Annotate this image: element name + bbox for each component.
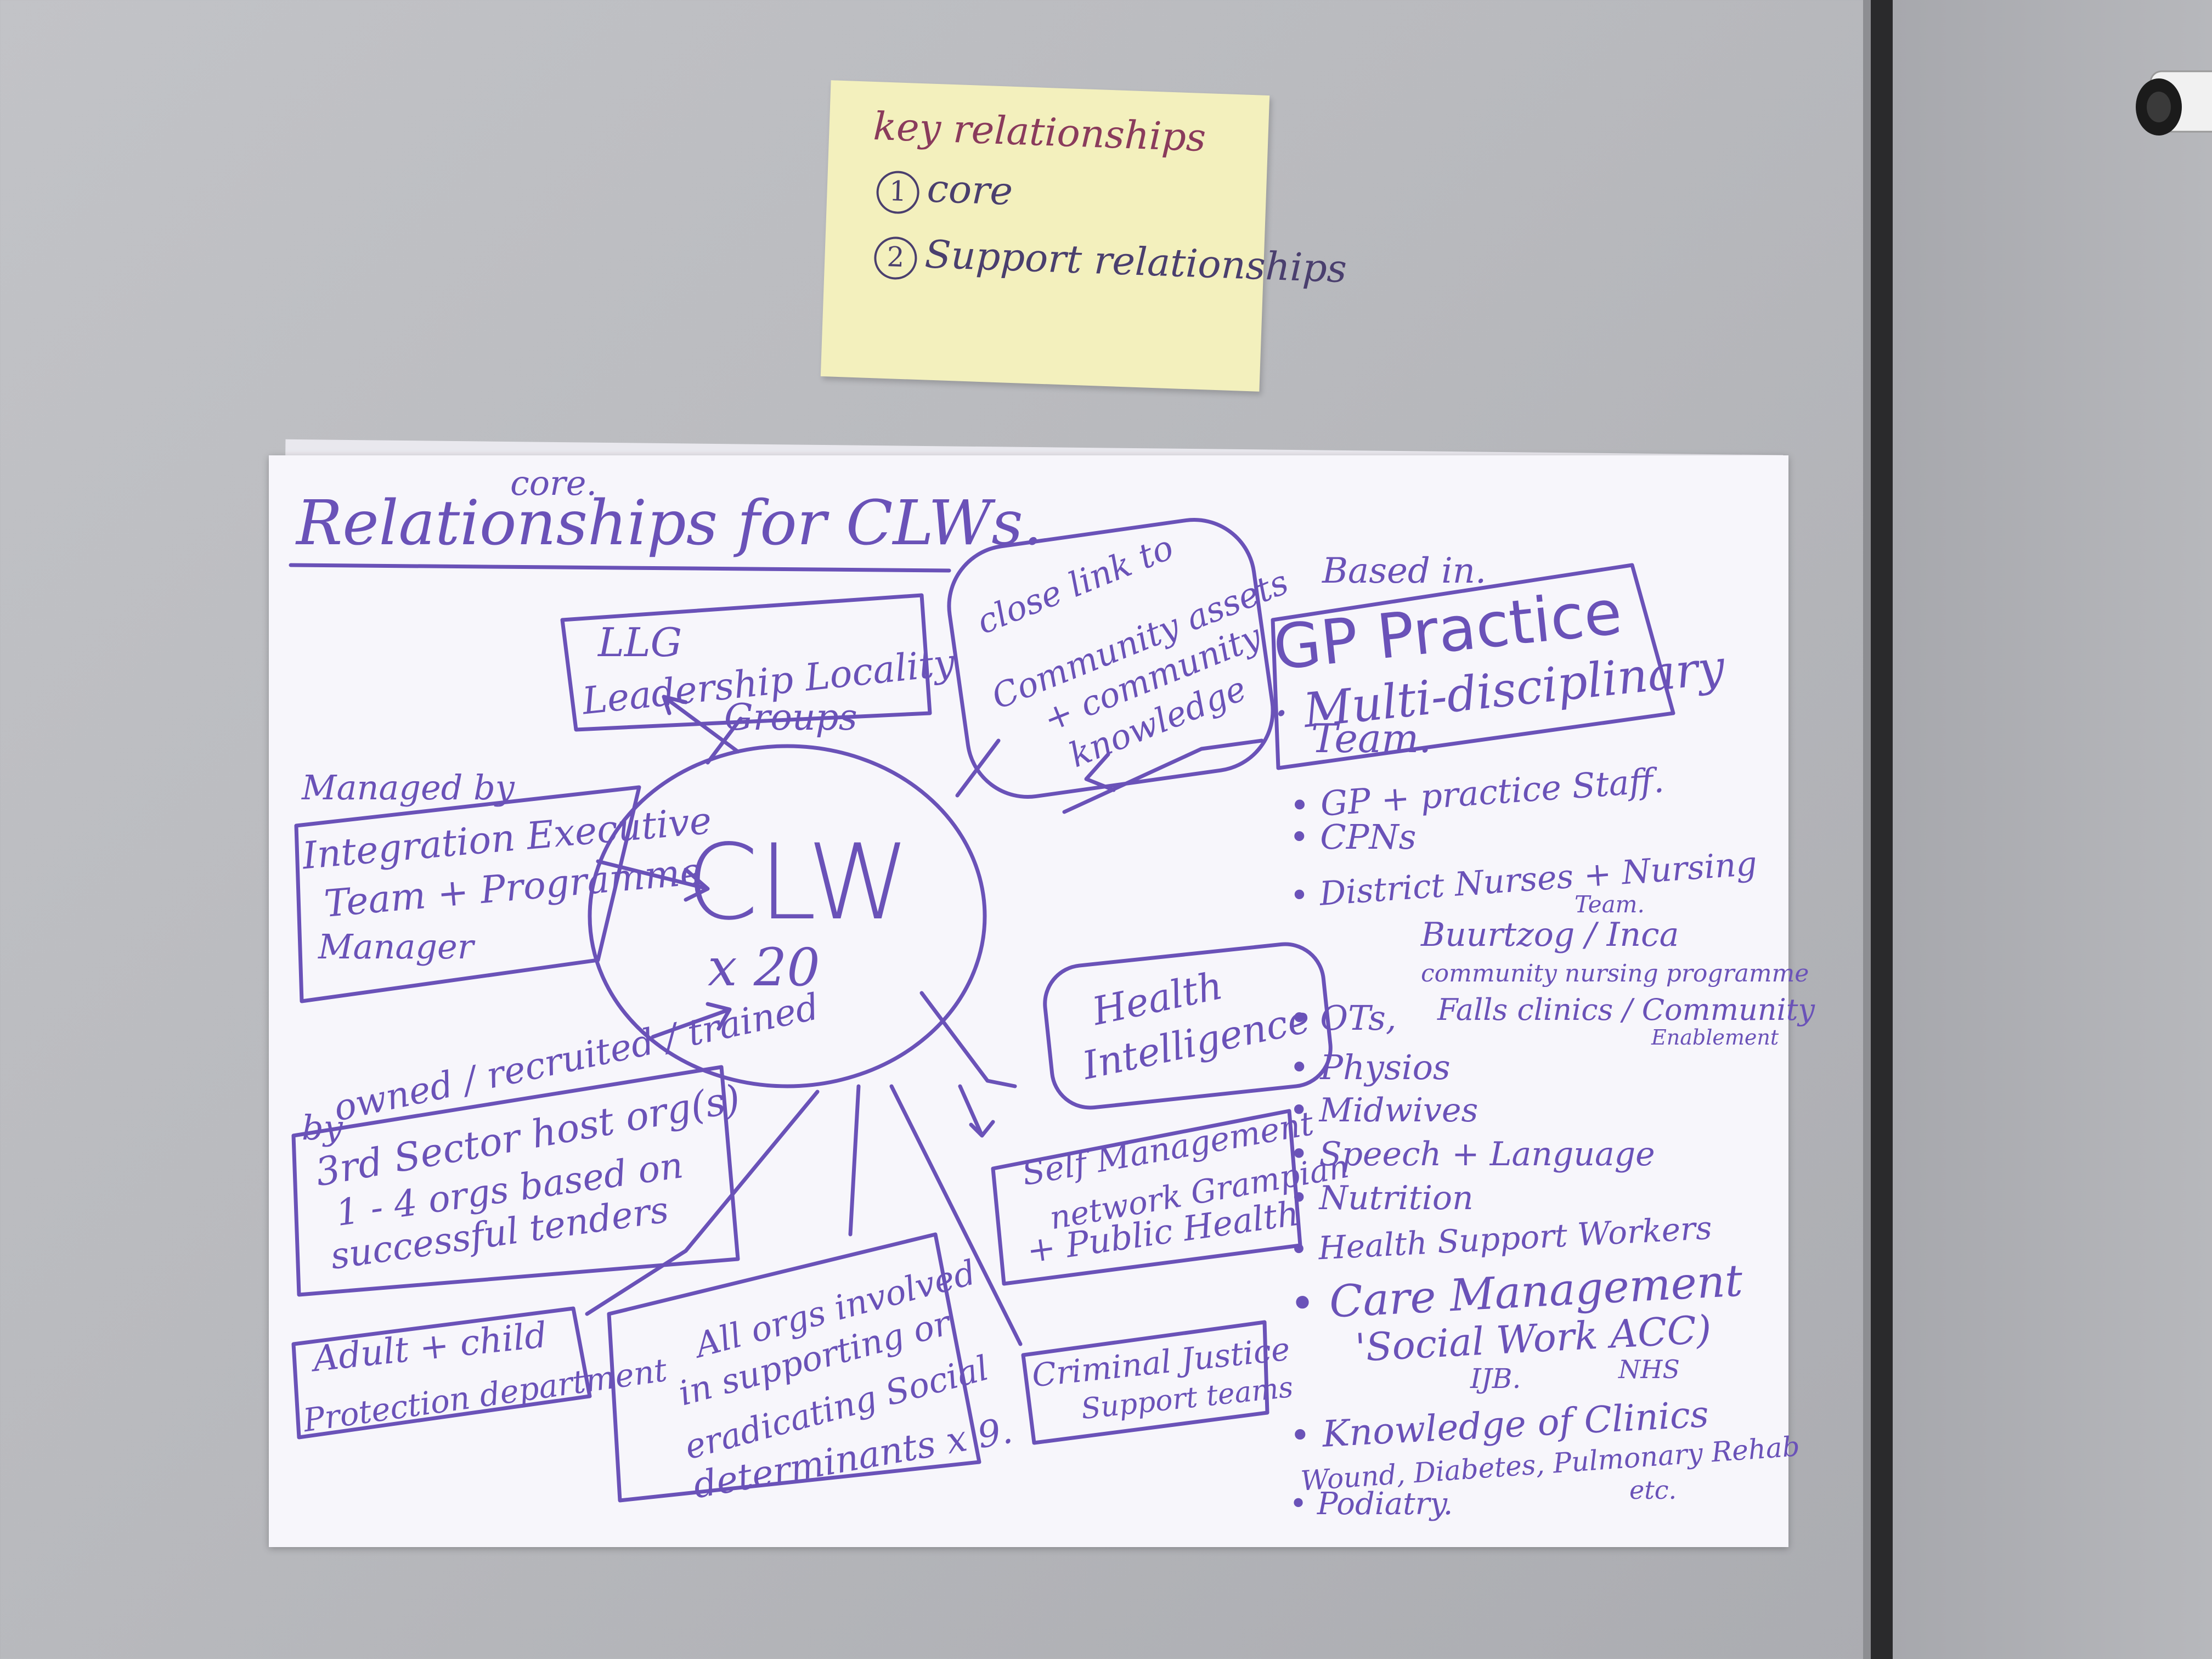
- adult-child-box: [291, 1306, 592, 1440]
- connector-llg: [662, 695, 743, 765]
- connector-integration: [596, 859, 710, 902]
- list-item: community nursing programme: [1421, 960, 1809, 988]
- whiteboard-edge: [1863, 0, 1871, 1659]
- llg-line3: Groups: [724, 696, 857, 738]
- gp-line3: Team.: [1311, 715, 1432, 761]
- connector-community: [955, 738, 1001, 798]
- whiteboard-frame: [1871, 0, 1893, 1659]
- list-item: • Podiatry.: [1289, 1486, 1453, 1522]
- all-orgs-box: [607, 1232, 981, 1503]
- list-item: Falls clinics / Community: [1437, 992, 1815, 1027]
- connector-owned: [651, 1002, 732, 1039]
- list-item: • Nutrition: [1289, 1179, 1474, 1217]
- integration-line3: Manager: [318, 927, 474, 967]
- sticky-item-number: 2: [873, 236, 918, 280]
- list-item: • CPNs: [1289, 817, 1417, 857]
- diagram-lines: [289, 518, 1675, 1503]
- sticky-item-label: Support relationships: [924, 232, 1348, 292]
- marker-pen-icon: [2136, 70, 2212, 136]
- connector-health: [919, 991, 1017, 1088]
- connector-gp: [1062, 738, 1264, 814]
- sheet-title: Relationships for CLWs.: [296, 488, 1043, 559]
- connector-allorgs: [848, 1084, 861, 1237]
- paper-sheet: core. Relationships for CLWs. CLW x 20 L…: [269, 455, 1815, 1547]
- title-underline: [289, 563, 951, 573]
- list-item: • Midwives: [1289, 1091, 1479, 1130]
- connector-adult: [585, 1090, 820, 1316]
- list-item: • Speech + Language: [1289, 1135, 1655, 1173]
- sticky-item-number: 1: [876, 170, 920, 215]
- clw-title: CLW: [686, 822, 910, 943]
- clw-circle: [588, 744, 987, 1088]
- llg-line1: LLG: [598, 619, 682, 665]
- integration-box: [294, 785, 641, 1003]
- third-sector-box: [291, 1065, 740, 1297]
- llg-box: [560, 593, 932, 732]
- criminal-box: [1021, 1320, 1269, 1445]
- connector-criminal: [889, 1084, 1023, 1346]
- list-item: • Physios: [1289, 1047, 1451, 1087]
- clw-count: x 20: [708, 938, 820, 998]
- title-core: core.: [510, 463, 597, 503]
- managed-by: Managed by: [302, 768, 515, 808]
- list-item: NHS: [1618, 1355, 1680, 1384]
- list-item: Team.: [1575, 891, 1645, 918]
- owned-by: by: [302, 1108, 343, 1148]
- list-item: IJB.: [1470, 1363, 1521, 1395]
- list-item: Enablement: [1651, 1025, 1779, 1049]
- self-mgmt-box: [991, 1109, 1302, 1286]
- based-in: Based in.: [1322, 551, 1487, 591]
- connector-self: [958, 1084, 995, 1138]
- adjacent-board: [1893, 0, 2212, 1659]
- list-item: • OTs,: [1289, 998, 1397, 1038]
- sticky-item-label: core: [926, 166, 1014, 214]
- list-item: etc.: [1629, 1475, 1677, 1505]
- list-item: Buurtzog / Inca: [1421, 916, 1679, 954]
- health-intel-box: [1043, 942, 1333, 1110]
- sticky-title: key relationships: [872, 103, 1207, 161]
- gp-box: [1271, 563, 1675, 770]
